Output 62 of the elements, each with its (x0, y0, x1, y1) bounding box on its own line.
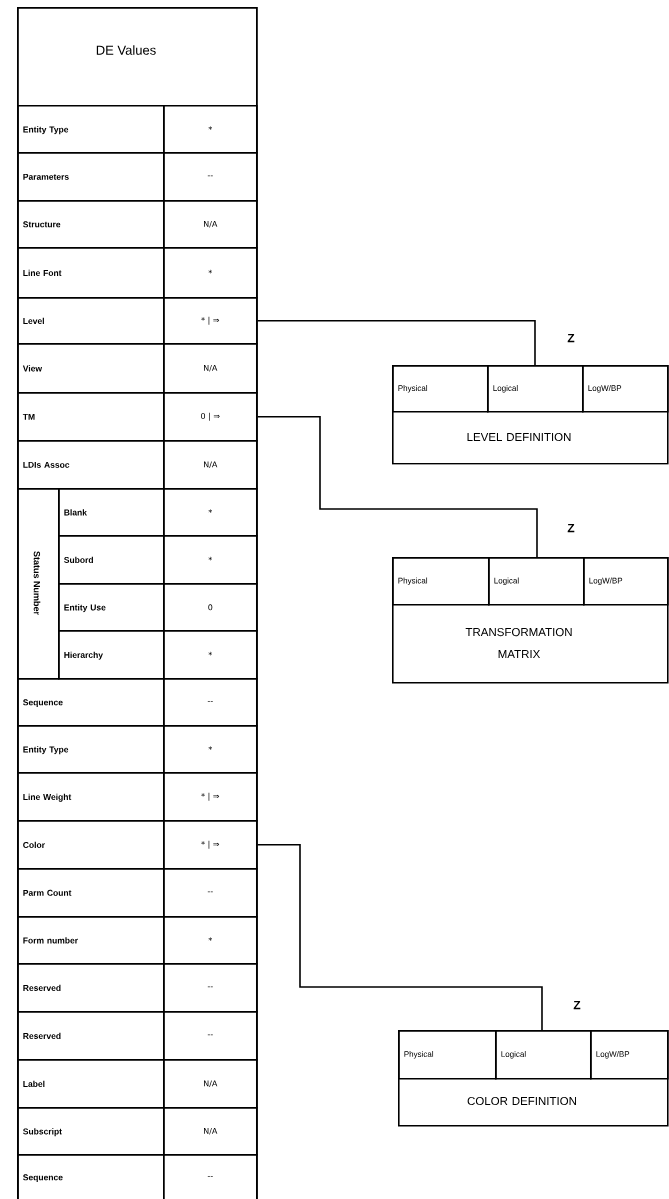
row-label-cell: Form number (17, 916, 165, 965)
row-label-cell: Line Weight (17, 772, 165, 822)
value-cell: * (163, 535, 258, 585)
column-header-cell: LogW/BP (590, 1030, 669, 1080)
connector-line (256, 320, 536, 366)
value-cell: -- (163, 152, 258, 202)
column-header-cell: Physical (392, 557, 490, 606)
row-label-cell: Blank (58, 488, 165, 537)
row-label-cell: View (17, 343, 165, 394)
row-label-cell: Entity Type (17, 725, 165, 774)
value-cell: N/A (163, 200, 258, 249)
value-cell: -- (163, 678, 258, 727)
value-cell: * | ⇒ (163, 820, 258, 870)
column-header-cell: Physical (398, 1030, 497, 1080)
value-cell: 0 | ⇒ (163, 392, 258, 442)
row-label-cell: TM (17, 392, 165, 442)
connector-line (256, 416, 538, 558)
value-cell: * (163, 630, 258, 680)
row-label-cell: Color (17, 820, 165, 870)
row-label-cell: Subscript (17, 1107, 165, 1156)
row-label-cell: Entity Type (17, 105, 165, 154)
row-label-cell: Label (17, 1059, 165, 1109)
value-cell: N/A (163, 440, 258, 490)
value-cell: -- (163, 963, 258, 1013)
row-label-cell: Sequence (17, 678, 165, 727)
value-cell: -- (163, 1154, 258, 1199)
value-cell: N/A (163, 343, 258, 394)
z-label: Z (573, 1000, 581, 1010)
row-label-cell: Hierarchy (58, 630, 165, 680)
value-cell: * | ⇒ (163, 297, 258, 345)
column-header-cell: Physical (392, 365, 489, 413)
row-label-cell: Reserved (17, 1011, 165, 1061)
value-cell: * (163, 105, 258, 154)
connector-line (256, 844, 543, 1031)
row-label-cell: Reserved (17, 963, 165, 1013)
column-header-cell: LogW/BP (582, 365, 669, 413)
value-cell: * (163, 488, 258, 537)
column-header-cell: Logical (487, 365, 584, 413)
value-cell: N/A (163, 1059, 258, 1109)
value-cell: * | ⇒ (163, 772, 258, 822)
row-label-cell: Parm Count (17, 868, 165, 918)
value-cell: -- (163, 1011, 258, 1061)
column-header-cell: LogW/BP (583, 557, 669, 606)
row-label-cell: Structure (17, 200, 165, 249)
column-header-cell: Logical (488, 557, 585, 606)
row-group-cell: Status Number (17, 488, 60, 680)
row-label-cell: Subord (58, 535, 165, 585)
column-header-cell: Logical (495, 1030, 592, 1080)
row-label-cell: LDIs Assoc (17, 440, 165, 490)
value-cell: * (163, 725, 258, 774)
row-label-cell: Level (17, 297, 165, 345)
row-label-cell: Line Font (17, 247, 165, 299)
value-cell: * (163, 247, 258, 299)
value-cell: N/A (163, 1107, 258, 1156)
value-cell: -- (163, 868, 258, 918)
value-cell: 0 (163, 583, 258, 632)
row-label-cell: Sequence (17, 1154, 165, 1199)
z-label: Z (567, 333, 575, 343)
row-label-cell: Parameters (17, 152, 165, 202)
z-label: Z (567, 523, 575, 533)
row-label-cell: Entity Use (58, 583, 165, 632)
value-cell: * (163, 916, 258, 965)
